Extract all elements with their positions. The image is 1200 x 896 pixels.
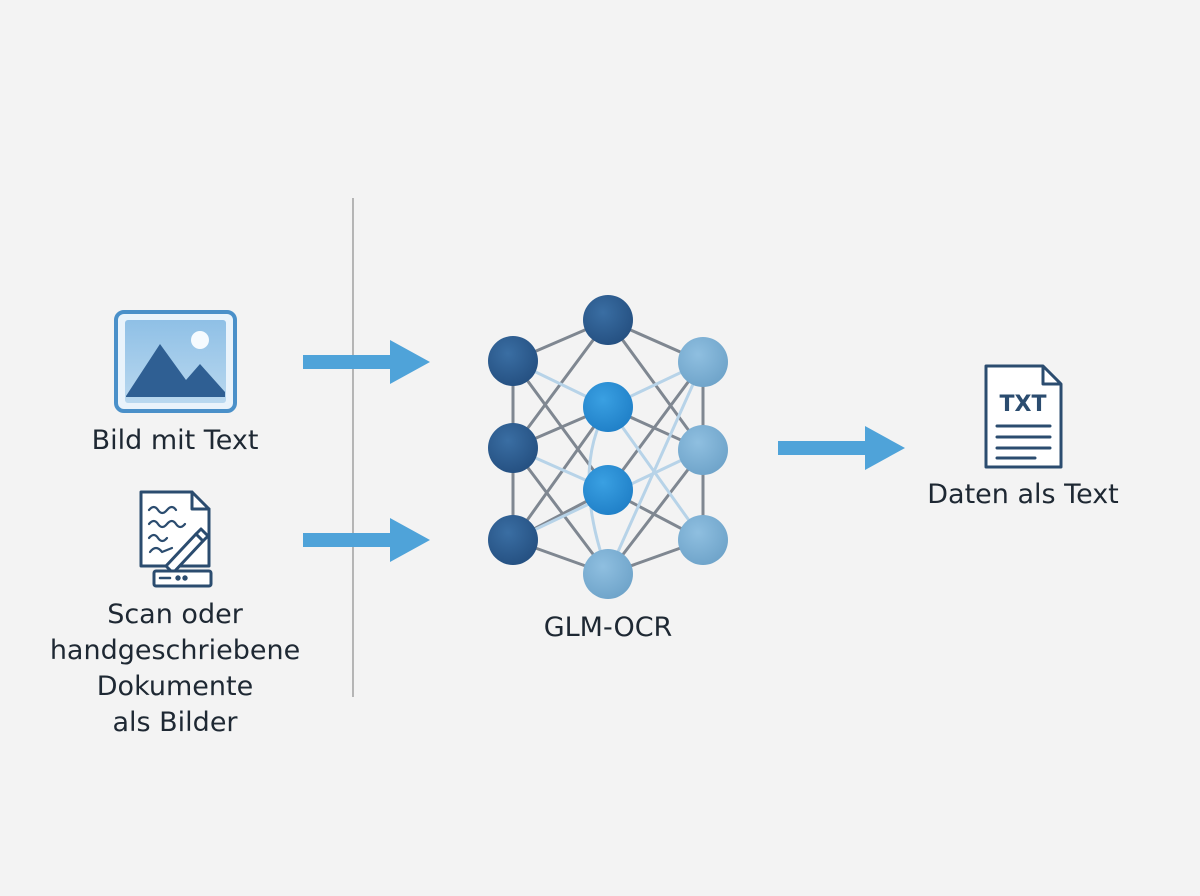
image-input-label: Bild mit Text <box>91 425 259 456</box>
txt-file-icon: TXT <box>984 364 1063 469</box>
model-label: GLM-OCR <box>543 612 673 643</box>
network-node <box>583 549 633 599</box>
network-edges <box>511 318 705 576</box>
arrow-right-icon <box>303 340 430 384</box>
network-node <box>678 425 728 475</box>
network-node <box>583 465 633 515</box>
output-label: Daten als Text <box>927 479 1119 510</box>
network-nodes <box>488 295 728 599</box>
scan-input-label-line: als Bilder <box>112 707 238 738</box>
network-node <box>678 515 728 565</box>
txt-file-badge: TXT <box>1000 392 1047 417</box>
image-icon <box>114 310 237 413</box>
network-node <box>488 515 538 565</box>
network-node <box>583 295 633 345</box>
scan-input-label-line: handgeschriebene <box>49 635 301 666</box>
network-node <box>583 382 633 432</box>
handwritten-document-scanner-icon <box>139 490 213 588</box>
scan-input-label-line: Scan oder <box>107 599 243 630</box>
network-node <box>678 337 728 387</box>
scan-input-label-line: Dokumente <box>96 671 254 702</box>
scan-input-label: Scan oder handgeschriebene Dokumente als… <box>25 597 325 741</box>
network-node <box>488 423 538 473</box>
neural-network-icon <box>488 295 728 599</box>
network-node <box>488 336 538 386</box>
arrow-right-icon <box>778 426 905 470</box>
arrow-right-icon <box>303 518 430 562</box>
